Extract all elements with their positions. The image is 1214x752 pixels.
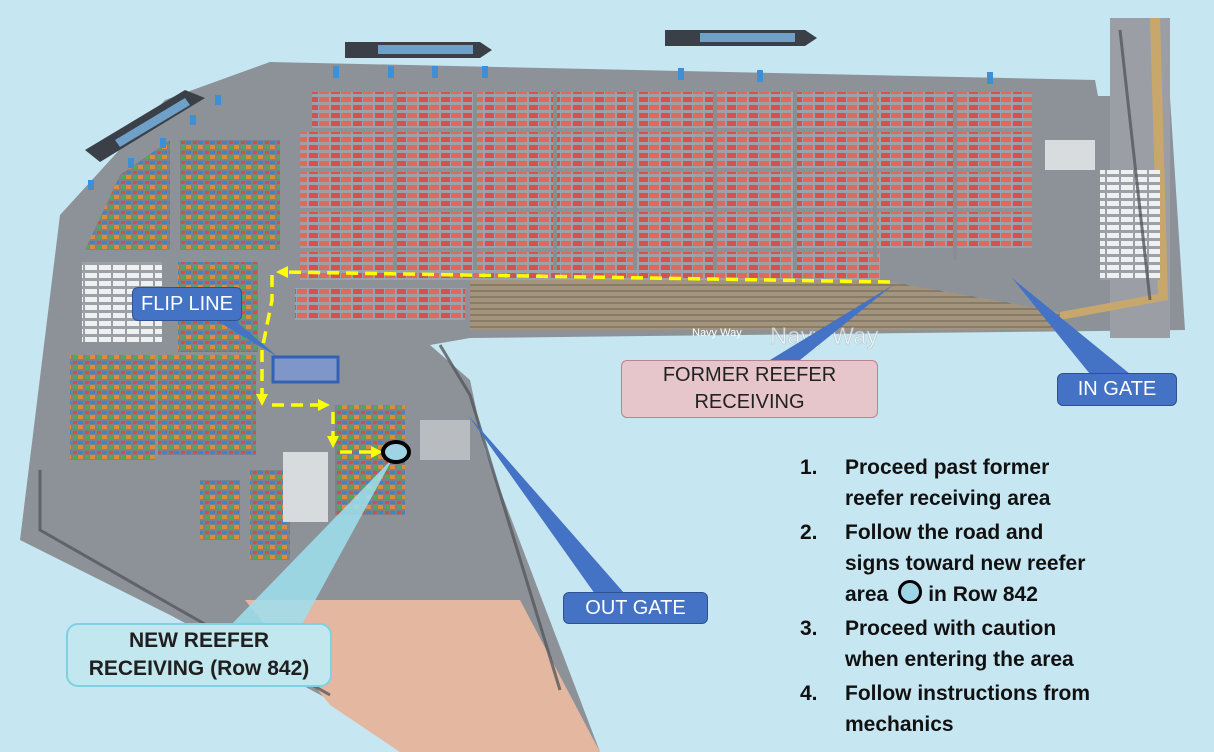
circle-marker [381,440,411,464]
flip-line-pointer [212,318,278,357]
container-yard-northwest [85,140,170,250]
instruction-text: signs toward new reefer [845,552,1086,575]
new-reefer-pointer [228,458,393,628]
former-reefer-pointer [770,285,893,360]
instruction-text: Follow the road and [845,521,1044,544]
flip-line-label: FLIP LINE [132,287,242,321]
sand-area [245,600,600,752]
instruction-text: area [845,583,889,606]
out-gate-label: OUT GATE [563,592,708,624]
instructions-list: 1. Proceed past former reefer receiving … [800,452,1190,743]
crane-icon [88,66,993,190]
route-path [260,270,891,454]
in-gate-label: IN GATE [1057,373,1177,406]
former-reefer-label: FORMER REEFER RECEIVING [621,360,878,418]
instruction-text: mechanics [845,713,954,736]
container-yard-main [295,90,1032,320]
former-reefer-line-1: FORMER REEFER [662,364,837,386]
container-ship-icon [85,90,205,162]
instruction-item: 3. Proceed with caution when entering th… [800,613,1190,675]
instruction-text: Proceed with caution [845,617,1057,640]
instruction-text: Proceed past former [845,456,1050,479]
out-gate-pointer [468,415,625,594]
new-reefer-label: NEW REEFER RECEIVING (Row 842) [66,623,332,687]
new-reefer-line-1: NEW REEFER [128,628,269,652]
instruction-number: 4. [800,682,818,705]
instruction-item: 4. Follow instructions from mechanics [800,678,1190,740]
in-gate-pointer [1012,278,1130,374]
instruction-number: 1. [800,456,818,479]
flip-line-area [271,355,340,384]
instruction-item: 2. Follow the road and signs toward new … [800,517,1190,610]
former-reefer-line-2: RECEIVING [694,391,805,413]
instruction-text: in Row 842 [928,583,1038,606]
rail-yard [470,280,1060,330]
yellow-dashed-arrow [256,266,383,458]
new-reefer-line-2: RECEIVING (Row 842) [88,657,310,680]
instruction-text: when entering the area [845,648,1074,671]
container-ship-icon [345,42,492,58]
instruction-number: 2. [800,521,818,544]
instruction-text: Follow instructions from [845,682,1090,705]
instruction-item: 1. Proceed past former reefer receiving … [800,452,1190,514]
circle-marker-icon [898,580,923,604]
navy-way-road-label: Navy Way [692,327,742,339]
instruction-number: 3. [800,617,818,640]
instruction-text: reefer receiving area [845,487,1051,510]
container-ship-icon [665,30,817,46]
